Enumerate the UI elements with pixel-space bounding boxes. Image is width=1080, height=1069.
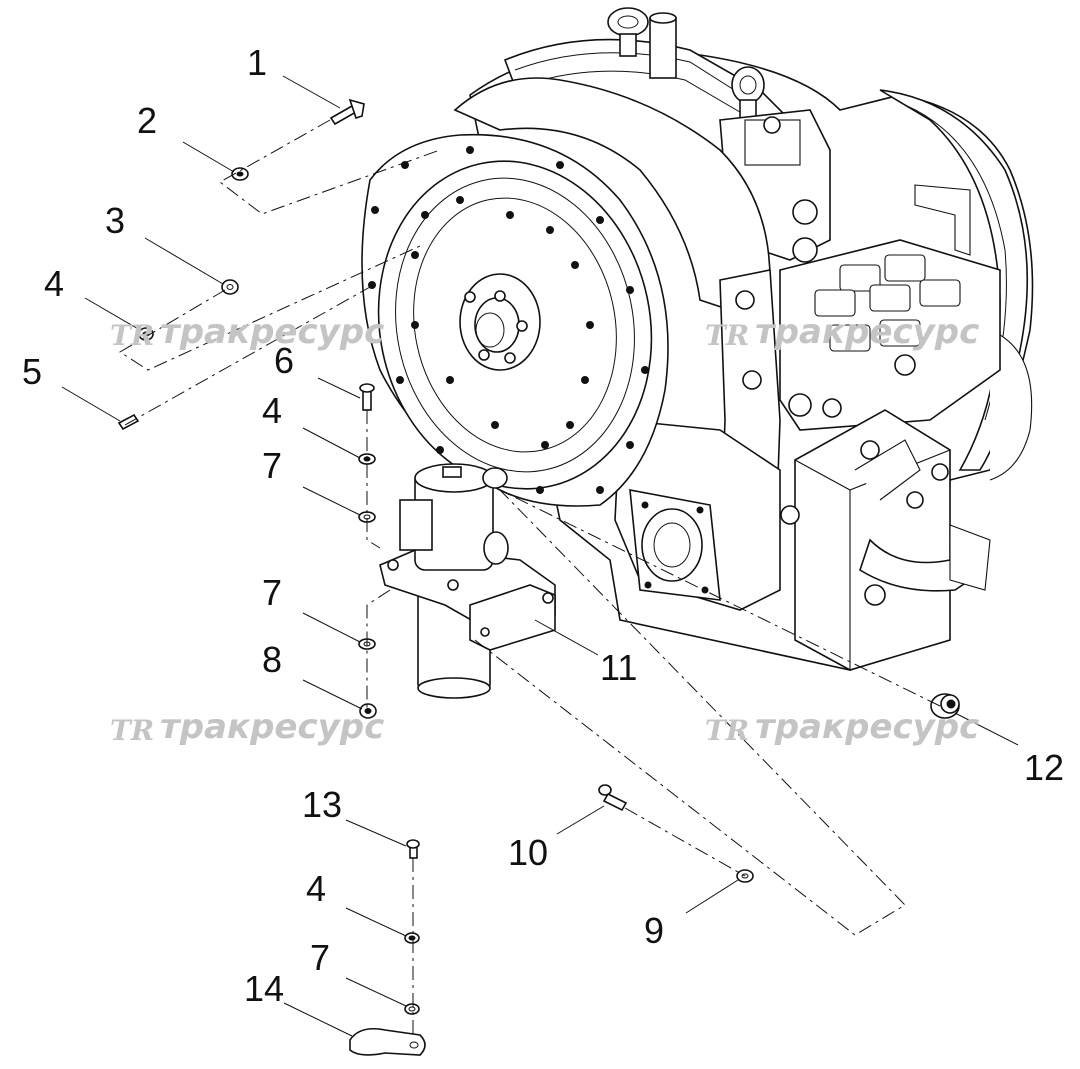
svg-text:тракресурс: тракресурс: [755, 312, 979, 352]
callout-7: 7: [262, 572, 282, 613]
callout-4: 4: [262, 390, 282, 431]
watermark-1: TR тракресурс: [110, 312, 384, 352]
stud-5: [117, 413, 140, 431]
nut-3: [221, 279, 239, 295]
callout-12: 12: [1024, 747, 1064, 788]
callout-labels: 1 2 3 4 5 6 4 7 7 8 11 12 13 10 4 9 7 14: [22, 42, 1064, 1009]
bolt-13: [406, 839, 420, 859]
support-bracket-box: [780, 409, 951, 671]
callout-4: 4: [44, 263, 64, 304]
bolt-10: [598, 784, 628, 812]
watermark-2: TR тракресурс: [705, 312, 979, 352]
svg-text:TR: TR: [110, 319, 154, 352]
watermark-4: TR тракресурс: [705, 707, 979, 747]
flywheel-hub: [459, 273, 541, 371]
solenoid-valves: [788, 254, 961, 418]
leader-lines: [61, 75, 1019, 1037]
assembly-lines: [119, 119, 941, 1035]
washer-7-bottom: [404, 1003, 420, 1015]
output-flange: [629, 489, 721, 601]
callout-9: 9: [644, 910, 664, 951]
svg-text:TR: TR: [705, 319, 749, 352]
breather-pipe: [649, 12, 677, 79]
bolt-1: [329, 98, 365, 126]
callout-3: 3: [105, 200, 125, 241]
watermark-3: TR тракресурс: [110, 707, 384, 747]
callout-1: 1: [247, 42, 267, 83]
lifting-eye-left: [607, 7, 649, 57]
callout-5: 5: [22, 351, 42, 392]
svg-text:тракресурс: тракресурс: [755, 707, 979, 747]
callout-11: 11: [600, 647, 637, 688]
callout-7: 7: [310, 937, 330, 978]
svg-text:тракресурс: тракресурс: [160, 312, 384, 352]
nut-8: [359, 703, 377, 719]
callout-14: 14: [244, 968, 284, 1009]
svg-text:TR: TR: [110, 714, 154, 747]
bolt-6: [359, 383, 375, 411]
callout-10: 10: [508, 832, 548, 873]
svg-text:тракресурс: тракресурс: [160, 707, 384, 747]
callout-4: 4: [306, 868, 326, 909]
callout-8: 8: [262, 639, 282, 680]
callout-2: 2: [137, 100, 157, 141]
washer-4-upper: [138, 327, 154, 341]
washer-4-lower: [404, 932, 420, 944]
drain-plug-12: [930, 693, 960, 719]
callout-7: 7: [262, 445, 282, 486]
lock-washer-2: [231, 167, 249, 181]
callout-13: 13: [302, 784, 342, 825]
hose-clamp-14: [349, 1027, 426, 1056]
svg-text:TR: TR: [705, 714, 749, 747]
callout-6: 6: [274, 340, 294, 381]
oil-filter-assembly: [379, 463, 556, 699]
flex-plate-housing: [361, 133, 669, 507]
